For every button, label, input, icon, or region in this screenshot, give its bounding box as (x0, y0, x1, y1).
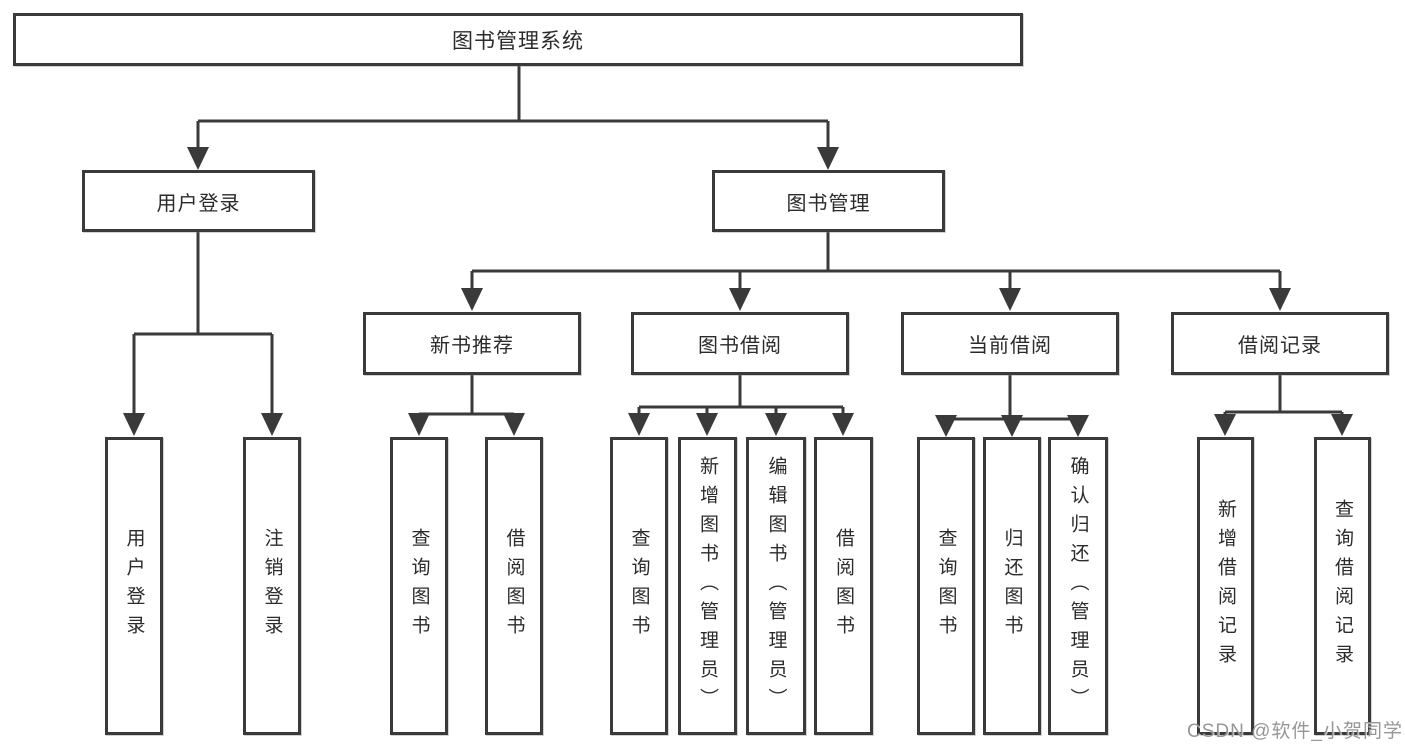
leaf-label: 新增借阅记录 (1215, 499, 1236, 673)
arrow-down-icon (1067, 415, 1089, 437)
arrow-down-icon (123, 413, 145, 436)
arrow-down-icon (935, 415, 957, 437)
leaf-confirm-return-admin: 确认归还（管理员） (1048, 437, 1108, 735)
arrow-down-icon (187, 147, 209, 170)
arrow-down-icon (729, 288, 751, 311)
leaf-borrow-books-recommend: 借阅图书 (485, 437, 543, 735)
wire-new-book-to-leaves (417, 375, 516, 420)
arrow-down-icon (999, 288, 1021, 311)
node-current-borrow: 当前借阅 (901, 312, 1119, 375)
leaf-label: 借阅图书 (503, 528, 525, 644)
wire-book-mgmt-to-level3 (470, 232, 1282, 292)
leaf-label: 确认归还（管理员） (1067, 455, 1089, 717)
node-book-management: 图书管理 (712, 170, 945, 232)
node-borrow-records: 借阅记录 (1171, 312, 1389, 375)
leaf-label: 注销登录 (261, 528, 283, 644)
arrow-down-icon (696, 413, 718, 436)
arrow-down-icon (408, 413, 430, 436)
node-label: 新书推荐 (430, 335, 514, 357)
node-new-book-recommend: 新书推荐 (363, 312, 581, 375)
arrowhead-icons (123, 147, 1353, 437)
arrow-down-icon (1214, 414, 1236, 436)
node-label: 当前借阅 (968, 335, 1052, 357)
arrow-down-icon (832, 413, 854, 436)
wire-book-borrow-to-leaves (637, 375, 845, 418)
leaf-logout: 注销登录 (243, 437, 301, 735)
leaf-label: 归还图书 (1001, 528, 1023, 644)
wire-root-to-level2 (196, 66, 830, 150)
leaf-label: 用户登录 (123, 528, 145, 644)
node-label: 图书借阅 (698, 335, 782, 357)
leaf-query-books-recommend: 查询图书 (390, 437, 448, 735)
leaf-label: 查询图书 (628, 528, 650, 644)
arrow-down-icon (628, 413, 650, 436)
leaf-label: 编辑图书（管理员） (765, 455, 787, 717)
node-label: 借阅记录 (1238, 335, 1322, 357)
wire-user-login-to-leaves (132, 232, 274, 416)
leaf-query-borrow-record: 查询借阅记录 (1314, 437, 1371, 735)
arrow-down-icon (503, 413, 525, 436)
node-label: 用户登录 (156, 192, 241, 215)
arrow-down-icon (817, 147, 839, 170)
leaf-label: 借阅图书 (833, 528, 854, 644)
leaf-label: 查询图书 (408, 528, 430, 644)
node-library-management-system: 图书管理系统 (13, 13, 1023, 66)
leaf-query-books-current: 查询图书 (917, 437, 975, 735)
node-label: 图书管理 (786, 192, 871, 215)
csdn-watermark: CSDN @软件_小贺同学 (1187, 721, 1403, 742)
arrow-down-icon (1001, 415, 1023, 437)
arrow-down-icon (461, 288, 483, 311)
node-user-login: 用户登录 (82, 170, 315, 232)
leaf-label: 新增图书（管理员） (697, 455, 718, 717)
arrow-down-icon (1269, 288, 1291, 311)
leaf-edit-book-admin: 编辑图书（管理员） (746, 437, 806, 735)
leaf-user-login: 用户登录 (105, 437, 163, 735)
leaf-add-borrow-record: 新增借阅记录 (1197, 437, 1254, 735)
node-label: 图书管理系统 (452, 29, 584, 53)
arrow-down-icon (765, 413, 787, 436)
arrow-down-icon (1331, 414, 1353, 436)
arrow-down-icon (261, 413, 283, 436)
leaf-label: 查询借阅记录 (1332, 499, 1353, 673)
wire-borrow-records-to-leaves (1223, 375, 1344, 420)
leaf-borrow-books: 借阅图书 (814, 437, 873, 735)
leaf-query-books-borrow: 查询图书 (610, 437, 668, 735)
leaf-label: 查询图书 (935, 528, 957, 644)
node-book-borrow: 图书借阅 (631, 312, 849, 375)
leaf-return-book: 归还图书 (983, 437, 1041, 735)
leaf-add-book-admin: 新增图书（管理员） (678, 437, 737, 735)
